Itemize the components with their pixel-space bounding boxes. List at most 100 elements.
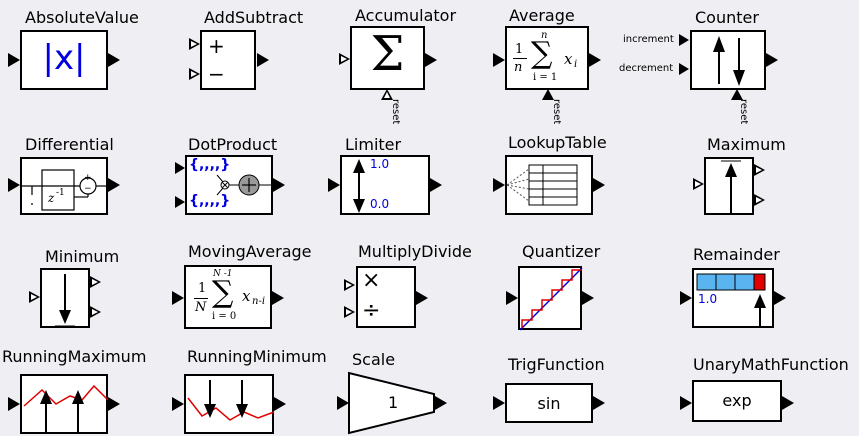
reset-label: reset xyxy=(390,99,401,125)
input-port-icon xyxy=(8,53,20,67)
input-port-icon xyxy=(328,178,340,192)
ma-denominator: N xyxy=(195,300,207,315)
lookup-table-box[interactable] xyxy=(505,155,593,215)
diff-minus: − xyxy=(84,184,92,194)
remainder-value: 1.0 xyxy=(698,292,718,306)
remainder-box[interactable]: 1.0 xyxy=(692,268,774,328)
dot-product-diagram-icon xyxy=(216,174,275,196)
dot-product-box[interactable]: {,,,,} {,,,,} xyxy=(185,155,275,215)
limiter-box[interactable]: 1.0 0.0 xyxy=(340,155,430,215)
ma-lower-limit: i = 0 xyxy=(212,311,237,322)
differential-title: Differential xyxy=(25,135,114,154)
input-port-icon xyxy=(8,397,20,411)
running-minimum-box[interactable] xyxy=(184,374,275,434)
trig-function-box[interactable]: sin xyxy=(505,383,593,423)
avg-sigma: ∑ xyxy=(531,36,553,71)
unary-math-function-value: exp xyxy=(722,391,752,410)
minimum-box[interactable] xyxy=(40,268,90,328)
sigma-symbol: Σ xyxy=(370,26,405,82)
down-arrow-icon xyxy=(55,274,75,327)
moving-average-title: MovingAverage xyxy=(188,242,312,261)
input-port-icon xyxy=(337,396,349,410)
output-port-icon xyxy=(766,53,778,67)
unary-math-function-title: UnaryMathFunction xyxy=(693,355,849,374)
absolute-value-box[interactable]: |x| xyxy=(20,30,108,90)
ma-sigma: ∑ xyxy=(212,275,234,310)
input-port-icon xyxy=(172,291,184,305)
trig-function-value: sin xyxy=(537,394,561,413)
z-symbol: z xyxy=(48,191,55,205)
multiply-divide-title: MultiplyDivide xyxy=(358,242,472,261)
avg-var: x xyxy=(564,50,573,68)
output-port-icon xyxy=(782,396,794,410)
avg-numerator: 1 xyxy=(515,42,524,57)
decrement-label: decrement xyxy=(619,63,674,74)
ma-sub: n-i xyxy=(252,296,266,307)
input-port-icon xyxy=(680,396,692,410)
running-min-icon xyxy=(187,380,275,421)
ma-upper-limit: N -1 xyxy=(213,269,233,279)
add-subtract-box[interactable]: + − xyxy=(200,30,256,90)
input-port-1-icon xyxy=(175,162,185,174)
lookup-table-title: LookupTable xyxy=(508,133,607,152)
minus-input-port-icon xyxy=(189,68,200,80)
counter-box[interactable] xyxy=(690,30,766,90)
plus-input-port-icon xyxy=(189,38,200,50)
up-down-arrows-icon xyxy=(713,36,745,86)
moving-average-box[interactable]: 1 N N -1 ∑ i = 0 x n-i xyxy=(184,265,272,329)
maximum-box[interactable] xyxy=(704,157,754,215)
output-port-icon xyxy=(582,291,594,305)
quantizer-title: Quantizer xyxy=(522,242,601,261)
table-grid-icon xyxy=(506,164,578,206)
z-exponent: -1 xyxy=(56,188,65,198)
ma-var: x xyxy=(242,287,251,305)
times-sign: × xyxy=(362,268,381,293)
minus-sign: − xyxy=(208,62,225,86)
running-max-icon xyxy=(23,384,109,432)
divide-input-port-icon xyxy=(344,306,355,318)
counter-title: Counter xyxy=(695,8,759,27)
add-subtract-title: AddSubtract xyxy=(204,8,304,27)
absolute-value-title: AbsoluteValue xyxy=(25,8,139,27)
differential-box[interactable]: z -1 + − xyxy=(20,157,110,215)
avg-denominator: n xyxy=(514,60,523,75)
scale-title: Scale xyxy=(352,350,396,369)
running-maximum-box[interactable] xyxy=(20,374,109,434)
accumulator-box[interactable]: Σ xyxy=(350,26,425,90)
average-box[interactable]: 1 n n ∑ i = 1 x i xyxy=(505,26,589,90)
multiply-divide-box[interactable]: × ÷ xyxy=(356,266,416,328)
input-port-icon xyxy=(680,291,692,305)
minimum-title: Minimum xyxy=(45,247,120,266)
index-output-port-icon xyxy=(754,194,765,206)
avg-sub: i xyxy=(574,59,578,70)
upper-limit-value: 1.0 xyxy=(370,157,390,171)
output-port-icon xyxy=(430,178,442,192)
input-port-icon xyxy=(493,53,505,67)
limiter-title: Limiter xyxy=(345,135,402,154)
input-port-icon xyxy=(339,53,350,65)
output-port-icon xyxy=(425,53,437,67)
output-port-icon xyxy=(273,178,285,192)
remainder-bar-icon xyxy=(696,273,766,328)
reset-label: reset xyxy=(551,99,562,125)
output-port-icon xyxy=(435,396,447,410)
vector-1: {,,,,} xyxy=(189,157,231,173)
quantizer-box[interactable] xyxy=(518,266,583,331)
input-port-icon xyxy=(693,178,704,190)
ma-fraction-bar xyxy=(194,298,208,299)
output-port-icon xyxy=(272,291,284,305)
remainder-title: Remainder xyxy=(693,245,780,264)
reset-port-icon xyxy=(542,89,554,100)
scale-triangle-icon[interactable] xyxy=(348,371,448,435)
output-port-icon xyxy=(416,291,428,305)
plus-sign: + xyxy=(208,34,225,58)
staircase-icon xyxy=(519,267,583,331)
differential-diagram-icon xyxy=(22,169,110,211)
avg-fraction-bar xyxy=(513,58,527,59)
accumulator-title: Accumulator xyxy=(355,6,457,25)
output-port-icon xyxy=(774,291,786,305)
scale-value: 1 xyxy=(388,393,399,412)
lower-limit-value: 0.0 xyxy=(370,197,390,211)
dot-product-title: DotProduct xyxy=(188,135,278,154)
unary-math-function-box[interactable]: exp xyxy=(692,380,782,422)
